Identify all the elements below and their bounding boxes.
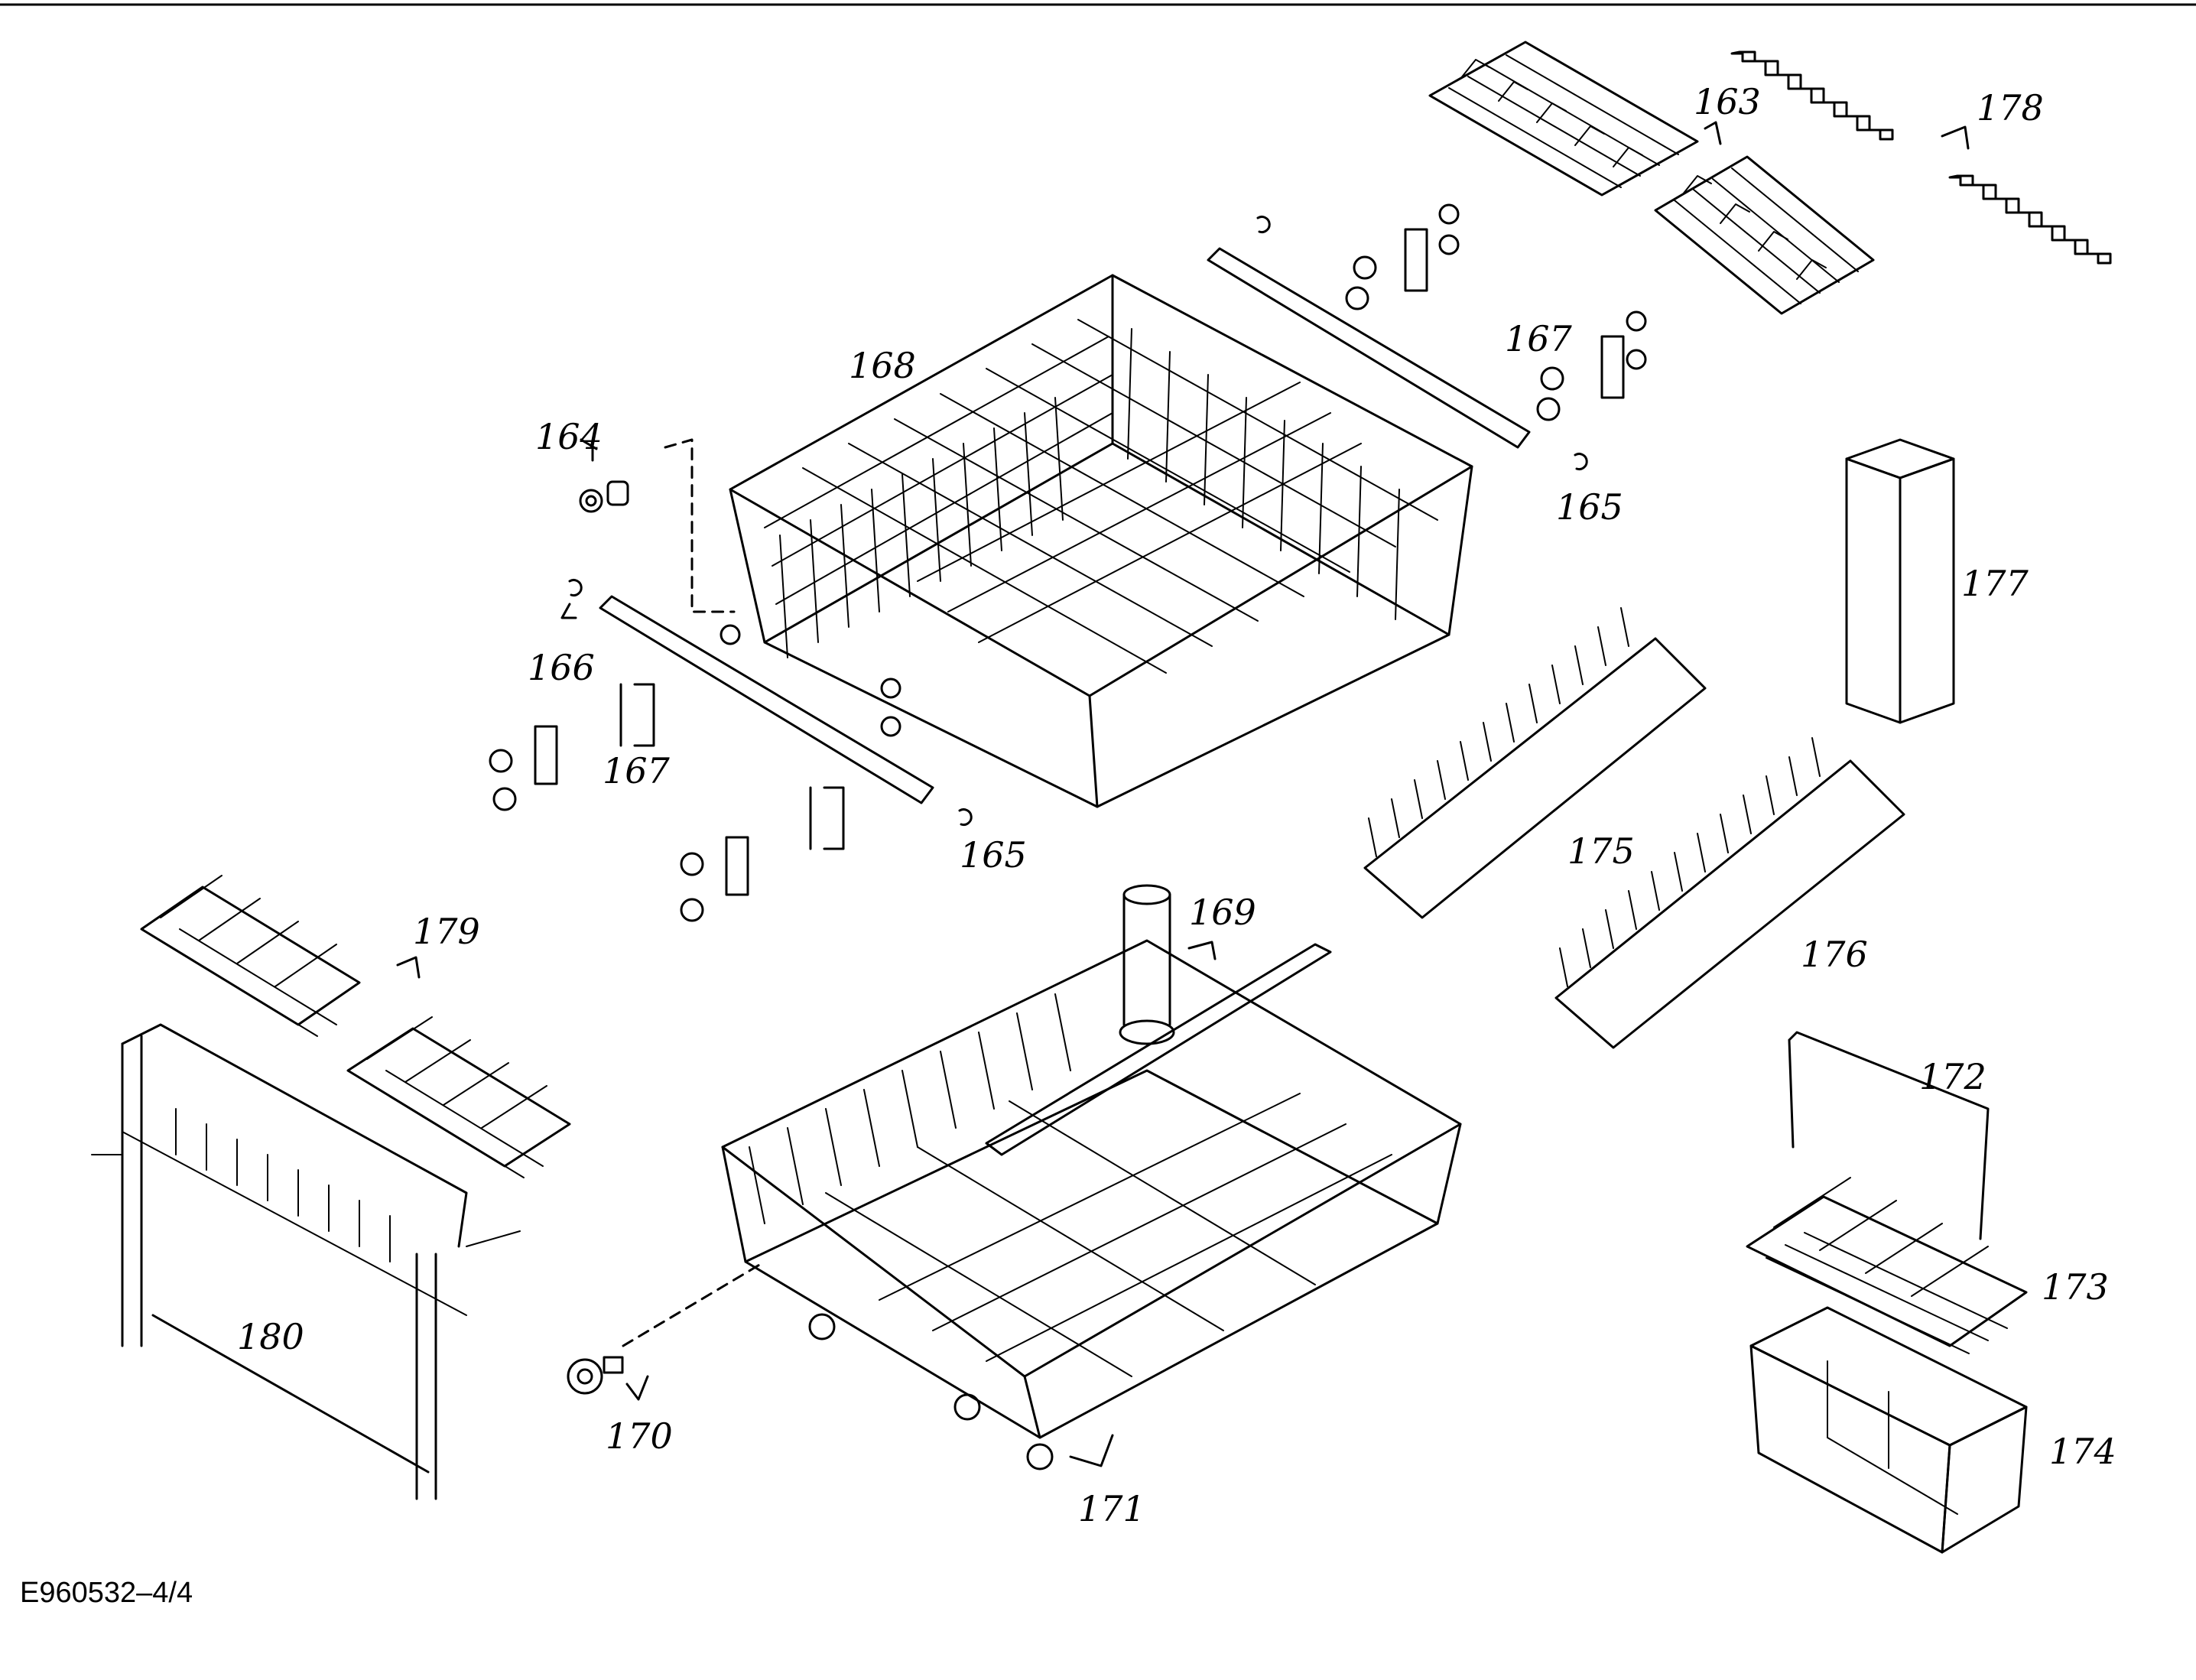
part-175-tine-rack	[1363, 607, 1707, 919]
leader-179	[396, 956, 421, 979]
callout-178: 178	[1977, 87, 2044, 128]
part-174-cutlery-basket	[1749, 1306, 2028, 1554]
callout-165-right: 165	[1556, 486, 1623, 528]
callout-165-left: 165	[960, 834, 1027, 876]
part-166-rail-left	[599, 595, 934, 804]
part-179-small-rack-b	[346, 1016, 571, 1178]
leader-169	[1187, 941, 1217, 960]
callout-176: 176	[1801, 934, 1868, 975]
part-178-step-strips	[1730, 50, 2112, 265]
callout-166: 166	[528, 647, 595, 688]
part-165-clip-left	[958, 808, 973, 827]
callout-167-left: 167	[603, 750, 670, 791]
callout-179: 179	[413, 911, 480, 952]
callout-169: 169	[1189, 892, 1256, 933]
leader-178	[1941, 125, 1970, 150]
part-166-clip	[560, 579, 583, 619]
part-166-rail-right	[1207, 247, 1531, 449]
part-177-tall-container	[1845, 438, 1955, 724]
part-164-roller	[579, 480, 629, 513]
dashed-line-164	[664, 438, 736, 613]
part-163-cutlery-rack-lower	[1654, 155, 1875, 315]
leader-170	[625, 1375, 649, 1401]
part-169-spray-arm	[985, 884, 1332, 1156]
callout-180: 180	[237, 1316, 304, 1357]
callout-173: 173	[2042, 1266, 2109, 1308]
dashed-line-170	[622, 1260, 766, 1347]
part-180-frame	[91, 1023, 521, 1500]
callout-177: 177	[1961, 563, 2029, 604]
callout-171: 171	[1078, 1488, 1145, 1529]
callout-172: 172	[1919, 1056, 1986, 1097]
part-176-tine-rack	[1554, 737, 1905, 1049]
part-clip-top	[1256, 216, 1271, 234]
callout-163: 163	[1694, 81, 1761, 122]
callout-174: 174	[2049, 1431, 2116, 1472]
callout-164: 164	[535, 416, 603, 457]
part-171-lower-basket	[721, 939, 1462, 1470]
leader-171	[1069, 1434, 1114, 1467]
part-165-clip-right	[1574, 453, 1588, 471]
leader-164	[580, 438, 598, 462]
part-167-bracket-right-a	[1345, 203, 1460, 310]
part-168-upper-basket	[720, 274, 1473, 808]
part-173-basket-lid	[1746, 1177, 2028, 1354]
part-167-bracket-left-b	[680, 786, 845, 922]
part-172-handle	[1788, 1031, 1990, 1240]
callout-175: 175	[1567, 830, 1635, 872]
callout-170: 170	[606, 1415, 673, 1457]
leader-163	[1704, 121, 1722, 145]
part-167-bracket-left-a	[489, 683, 655, 811]
callout-167-right: 167	[1505, 318, 1572, 359]
part-163-cutlery-rack-upper	[1428, 41, 1699, 197]
callout-168: 168	[849, 345, 916, 386]
diagram-reference-code: E960532–4/4	[20, 1577, 193, 1609]
part-167-bracket-right-b	[1536, 310, 1647, 421]
part-179-small-rack-a	[140, 875, 361, 1037]
part-170-roller	[567, 1356, 624, 1395]
